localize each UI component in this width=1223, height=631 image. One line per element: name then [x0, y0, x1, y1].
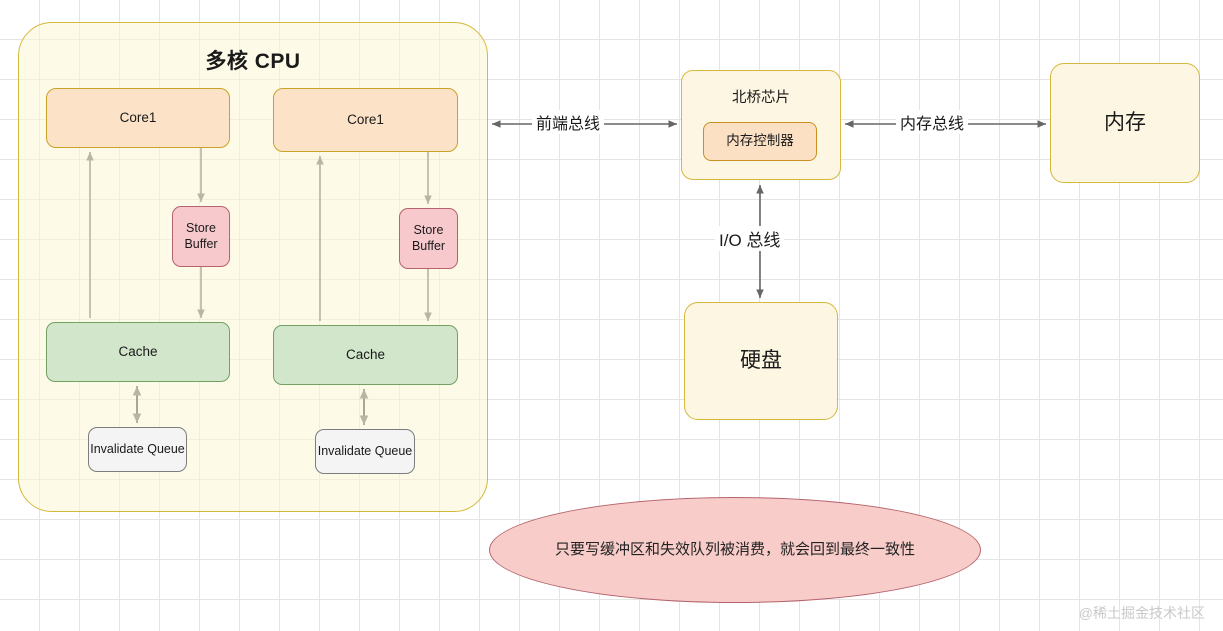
disk-box[interactable]: 硬盘 — [684, 302, 838, 420]
cache-box-1[interactable]: Cache — [46, 322, 230, 382]
invalidate-queue-2-label: Invalidate Queue — [317, 443, 413, 458]
memory-label: 内存 — [1104, 110, 1146, 134]
note-ellipse[interactable]: 只要写缓冲区和失效队列被消费，就会回到最终一致性 — [489, 497, 981, 603]
front-side-bus-label: 前端总线 — [532, 110, 605, 134]
invalidate-queue-1-label: Invalidate Queue — [90, 441, 185, 456]
memory-box[interactable]: 内存 — [1050, 63, 1200, 183]
core-box-2[interactable]: Core1 — [273, 88, 458, 152]
cpu-title: 多核 CPU — [205, 50, 301, 73]
store-buffer-box-2[interactable]: Store Buffer — [399, 208, 458, 269]
memory-controller-box[interactable]: 内存控制器 — [703, 122, 817, 161]
store-buffer-1-label: Store Buffer — [184, 220, 218, 251]
core-box-2-label: Core1 — [347, 111, 384, 127]
invalidate-queue-box-2[interactable]: Invalidate Queue — [315, 429, 415, 474]
store-buffer-box-1[interactable]: Store Buffer — [172, 206, 230, 267]
store-buffer-2-label: Store Buffer — [411, 222, 446, 253]
cache-box-2[interactable]: Cache — [273, 325, 458, 385]
memory-bus-label: 内存总线 — [896, 110, 969, 134]
core-box-1[interactable]: Core1 — [46, 88, 230, 148]
north-bridge-label: 北桥芯片 — [732, 90, 790, 106]
watermark: @稀土掘金技术社区 — [1078, 605, 1205, 621]
memory-controller-label: 内存控制器 — [726, 133, 794, 149]
cache-box-2-label: Cache — [345, 346, 386, 362]
disk-label: 硬盘 — [740, 348, 782, 372]
cache-box-1-label: Cache — [118, 343, 158, 359]
io-bus-label: I/O 总线 — [715, 226, 785, 251]
invalidate-queue-box-1[interactable]: Invalidate Queue — [88, 427, 187, 472]
core-box-1-label: Core1 — [119, 109, 157, 125]
note-text: 只要写缓冲区和失效队列被消费，就会回到最终一致性 — [554, 540, 915, 558]
